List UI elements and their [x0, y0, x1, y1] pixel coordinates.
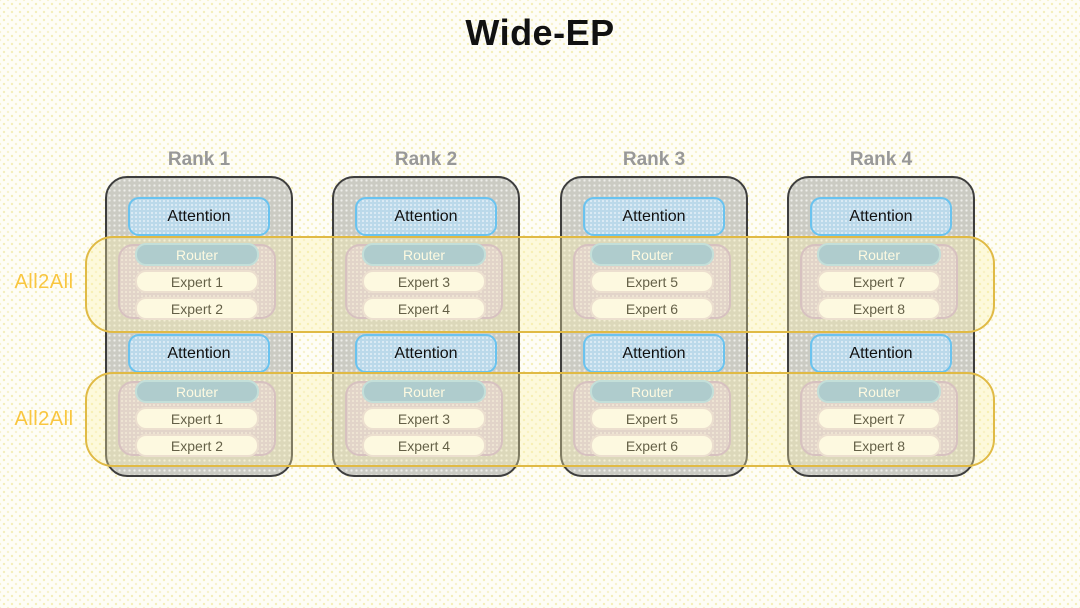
moe-group: Router Expert 5 Expert 6 — [573, 380, 731, 457]
rank-4-column: Rank 4 Attention Router Expert 7 Expert … — [787, 148, 975, 477]
expert-block: Expert 5 — [590, 407, 714, 430]
expert-block: Expert 8 — [817, 297, 941, 320]
expert-block: Expert 6 — [590, 297, 714, 320]
expert-block: Expert 5 — [590, 270, 714, 293]
router-block: Router — [590, 380, 714, 403]
rank-2-box: Attention Router Expert 3 Expert 4 Atten… — [332, 176, 520, 477]
expert-block: Expert 4 — [362, 434, 486, 457]
moe-group: Router Expert 7 Expert 8 — [800, 380, 958, 457]
attention-block: Attention — [128, 197, 270, 236]
attention-block: Attention — [810, 334, 952, 373]
router-block: Router — [135, 380, 259, 403]
moe-group: Router Expert 1 Expert 2 — [118, 243, 276, 320]
attention-block: Attention — [355, 334, 497, 373]
expert-block: Expert 3 — [362, 270, 486, 293]
expert-block: Expert 7 — [817, 407, 941, 430]
expert-block: Expert 2 — [135, 434, 259, 457]
attention-block: Attention — [355, 197, 497, 236]
expert-block: Expert 2 — [135, 297, 259, 320]
rank-2-label: Rank 2 — [394, 149, 458, 170]
rank-1-box: Attention Router Expert 1 Expert 2 Atten… — [105, 176, 293, 477]
all2all-label-top: All2All — [14, 271, 74, 293]
rank-4-label: Rank 4 — [849, 149, 913, 170]
router-block: Router — [817, 380, 941, 403]
router-block: Router — [362, 243, 486, 266]
rank-1-column: Rank 1 Attention Router Expert 1 Expert … — [105, 148, 293, 477]
expert-block: Expert 6 — [590, 434, 714, 457]
rank-4-box: Attention Router Expert 7 Expert 8 Atten… — [787, 176, 975, 477]
diagram-title: Wide-EP — [465, 12, 615, 53]
expert-block: Expert 1 — [135, 407, 259, 430]
moe-group: Router Expert 5 Expert 6 — [573, 243, 731, 320]
expert-block: Expert 7 — [817, 270, 941, 293]
attention-block: Attention — [810, 197, 952, 236]
router-block: Router — [362, 380, 486, 403]
moe-group: Router Expert 1 Expert 2 — [118, 380, 276, 457]
expert-block: Expert 3 — [362, 407, 486, 430]
router-block: Router — [135, 243, 259, 266]
all2all-label-bottom: All2All — [14, 408, 74, 430]
attention-block: Attention — [583, 334, 725, 373]
rank-1-label: Rank 1 — [167, 149, 231, 170]
moe-group: Router Expert 7 Expert 8 — [800, 243, 958, 320]
expert-block: Expert 1 — [135, 270, 259, 293]
expert-block: Expert 8 — [817, 434, 941, 457]
router-block: Router — [590, 243, 714, 266]
rank-2-column: Rank 2 Attention Router Expert 3 Expert … — [332, 148, 520, 477]
attention-block: Attention — [128, 334, 270, 373]
moe-group: Router Expert 3 Expert 4 — [345, 243, 503, 320]
router-block: Router — [817, 243, 941, 266]
rank-3-box: Attention Router Expert 5 Expert 6 Atten… — [560, 176, 748, 477]
attention-block: Attention — [583, 197, 725, 236]
rank-3-column: Rank 3 Attention Router Expert 5 Expert … — [560, 148, 748, 477]
moe-group: Router Expert 3 Expert 4 — [345, 380, 503, 457]
expert-block: Expert 4 — [362, 297, 486, 320]
rank-3-label: Rank 3 — [622, 149, 686, 170]
